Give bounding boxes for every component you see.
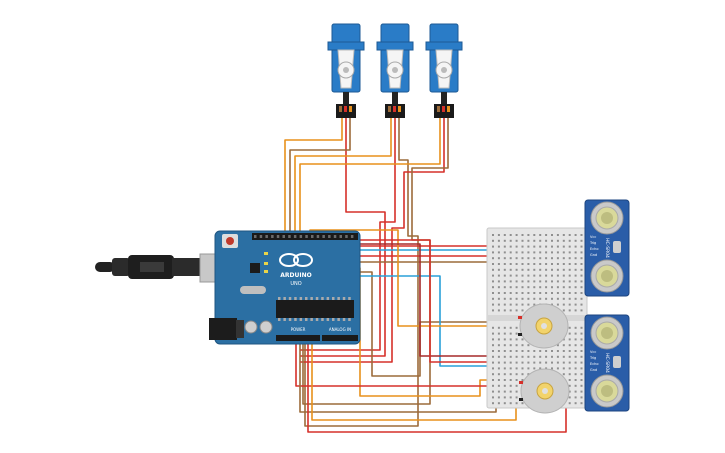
wire-servo1-vcc — [300, 118, 386, 357]
wire-servo3-vcc — [300, 118, 445, 363]
capacitor — [259, 320, 273, 334]
sensor-pin-label: Vcc — [590, 350, 596, 354]
sensor-pin-label: Vcc — [590, 235, 596, 239]
power-header[interactable]: POWER — [276, 327, 320, 341]
motor-group — [518, 303, 570, 414]
status-led — [264, 262, 268, 265]
digital-header[interactable] — [252, 233, 358, 240]
sensor-pin-label: Trig — [589, 356, 596, 360]
status-led — [264, 270, 268, 273]
wire-servo2-vcc — [300, 118, 396, 351]
wire-servo2-gnd — [304, 118, 419, 427]
dc-motor-icon[interactable] — [519, 368, 570, 414]
wire-motor1 — [307, 340, 567, 433]
analog-header[interactable]: ANALOG IN — [322, 327, 358, 341]
sensor-group: HC-SR04VccTrigEchoGndHC-SR04VccTrigEchoG… — [584, 199, 630, 412]
capacitor — [244, 320, 258, 334]
analog-header-label: ANALOG IN — [329, 327, 351, 332]
crystal-oscillator — [240, 286, 266, 294]
microcontroller-chip-icon — [276, 297, 354, 321]
usb-chip — [250, 263, 260, 273]
servo-motor-icon[interactable] — [425, 23, 463, 118]
dc-motor-icon[interactable] — [518, 303, 569, 349]
servo-motor-icon[interactable] — [327, 23, 365, 118]
arduino-board[interactable]: ARDUINO UNO POWER ANALOG IN — [95, 230, 361, 345]
wire-servo1-signal — [284, 118, 343, 242]
wire-motor2 — [311, 340, 517, 421]
sensor-pin-label: Echo — [590, 247, 599, 251]
wire-servo3-signal — [299, 118, 441, 242]
arduino-model-text: UNO — [290, 281, 301, 287]
sensor-label: HC-SR04 — [604, 238, 610, 258]
servo-motor-icon[interactable] — [376, 23, 414, 118]
servo-group — [327, 23, 463, 118]
dc-jack-icon — [209, 318, 244, 340]
status-led — [264, 252, 268, 255]
sensor-pin-label: Gnd — [590, 253, 597, 257]
power-header-label: POWER — [291, 327, 306, 332]
reset-button-icon[interactable] — [222, 234, 238, 248]
sensor-pin-label: Echo — [590, 362, 599, 366]
sensor-pin-label: Trig — [589, 241, 596, 245]
sensor-pin-label: Gnd — [590, 368, 597, 372]
arduino-logo: ARDUINO UNO — [279, 253, 313, 287]
sensor-label: HC-SR04 — [604, 353, 610, 373]
wire-servo2-signal — [294, 118, 392, 242]
wire-servo1-gnd — [289, 118, 351, 242]
arduino-logo-text: ARDUINO — [280, 272, 311, 279]
